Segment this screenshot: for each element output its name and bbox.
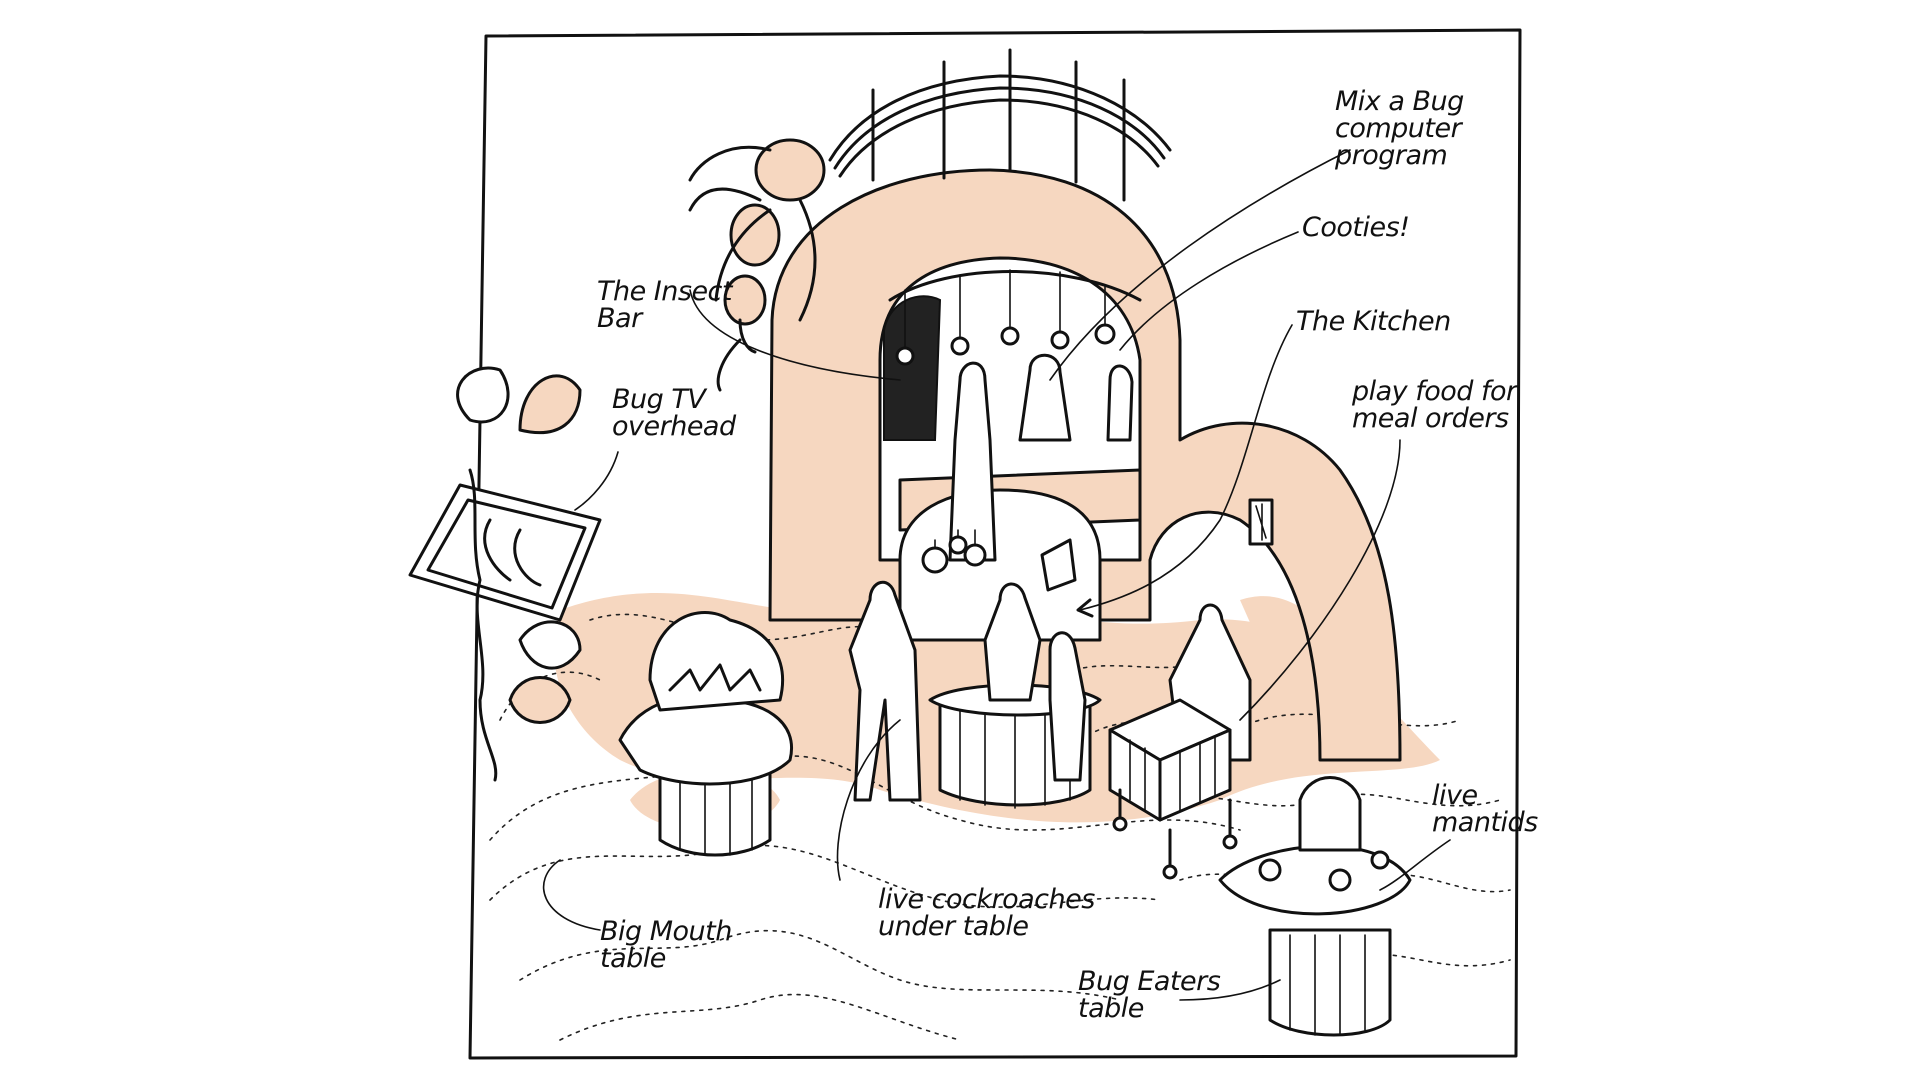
kitchen-utensils — [921, 529, 1077, 592]
label-bug-tv: Bug TV overhead — [612, 384, 736, 442]
label-kitchen: The Kitchen — [1296, 306, 1451, 337]
label-cooties: Cooties! — [1302, 212, 1410, 243]
bar-people — [948, 353, 1134, 562]
hanging-pots — [888, 269, 1142, 366]
exhibit-building — [768, 168, 1402, 762]
bug-eaters-table — [1218, 776, 1412, 1037]
leader-lines — [542, 149, 1451, 1001]
bug-tv — [408, 366, 602, 782]
label-play-food: play food for meal orders — [1352, 376, 1517, 434]
food-cart — [1108, 698, 1238, 880]
drawing-frame — [468, 28, 1522, 1060]
label-live-cockroaches: live cockroaches under table — [878, 884, 1095, 942]
label-big-mouth: Big Mouth table — [600, 916, 732, 974]
label-live-mantids: live mantids — [1432, 780, 1538, 838]
top-rail — [828, 48, 1172, 202]
ant-sculpture — [688, 138, 826, 392]
label-insect-bar: The Insect Bar — [597, 276, 732, 334]
label-mix-a-bug: Mix a Bug computer program — [1335, 86, 1464, 171]
label-bug-eaters: Bug Eaters table — [1078, 966, 1221, 1024]
big-mouth-table — [618, 611, 793, 857]
